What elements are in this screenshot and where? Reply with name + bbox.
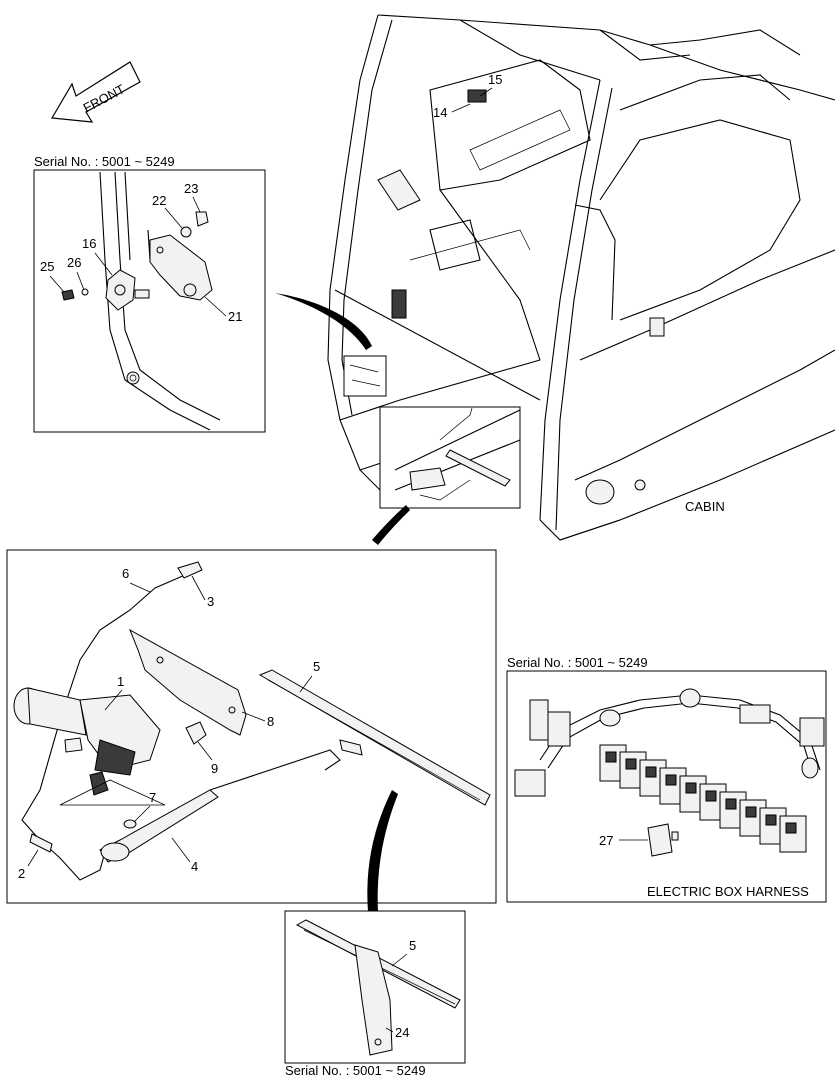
electric-box-caption: ELECTRIC BOX HARNESS xyxy=(647,884,809,899)
leader-sweep-blade xyxy=(367,790,398,912)
leader-sweep-wiper xyxy=(372,505,410,545)
inset-marker-mount xyxy=(343,355,387,397)
callout-8: 8 xyxy=(267,714,274,729)
bracket-part-21 xyxy=(149,234,213,301)
mount-detail-panel xyxy=(33,169,266,433)
mount-detail-serial: Serial No. : 5001 ~ 5249 xyxy=(34,154,175,169)
callout-7: 7 xyxy=(149,790,156,805)
callout-3: 3 xyxy=(207,594,214,609)
relay-part-27 xyxy=(647,823,673,857)
callout-1: 1 xyxy=(117,674,124,689)
cabin-caption: CABIN xyxy=(685,499,725,514)
blade-adapter-part-24 xyxy=(354,944,393,1056)
callout-14: 14 xyxy=(433,105,447,120)
callout-15: 15 xyxy=(488,72,502,87)
callout-21: 21 xyxy=(228,309,242,324)
leader-sweep-mount xyxy=(275,293,372,350)
switch-part-14-15 xyxy=(467,89,487,103)
callout-5-alt: 5 xyxy=(409,938,416,953)
electric-box-panel xyxy=(506,670,827,903)
front-arrow: FRONT xyxy=(51,61,141,123)
callout-2: 2 xyxy=(18,866,25,881)
callout-16: 16 xyxy=(82,236,96,251)
wiper-blade-alt-serial: Serial No. : 5001 ~ 5249 xyxy=(285,1063,426,1078)
callout-26: 26 xyxy=(67,255,81,270)
callout-25: 25 xyxy=(40,259,54,274)
wiper-motor-panel xyxy=(6,549,497,904)
wiper-arm-part-4 xyxy=(99,789,219,863)
cabin-illustration xyxy=(327,14,835,541)
callout-22: 22 xyxy=(152,193,166,208)
callout-24: 24 xyxy=(395,1025,409,1040)
callout-9: 9 xyxy=(211,761,218,776)
callout-5: 5 xyxy=(313,659,320,674)
inset-wiper-location xyxy=(379,406,521,509)
wiper-blade-part-5 xyxy=(258,669,491,806)
callout-23: 23 xyxy=(184,181,198,196)
callout-6: 6 xyxy=(122,566,129,581)
bracket-plate-part-8 xyxy=(129,628,247,736)
electric-box-serial: Serial No. : 5001 ~ 5249 xyxy=(507,655,648,670)
callout-4: 4 xyxy=(191,859,198,874)
callout-27: 27 xyxy=(599,833,613,848)
washer-hose-part-6 xyxy=(37,837,106,881)
relay-row xyxy=(599,744,807,853)
wiper-blade-alt-panel xyxy=(284,910,466,1064)
